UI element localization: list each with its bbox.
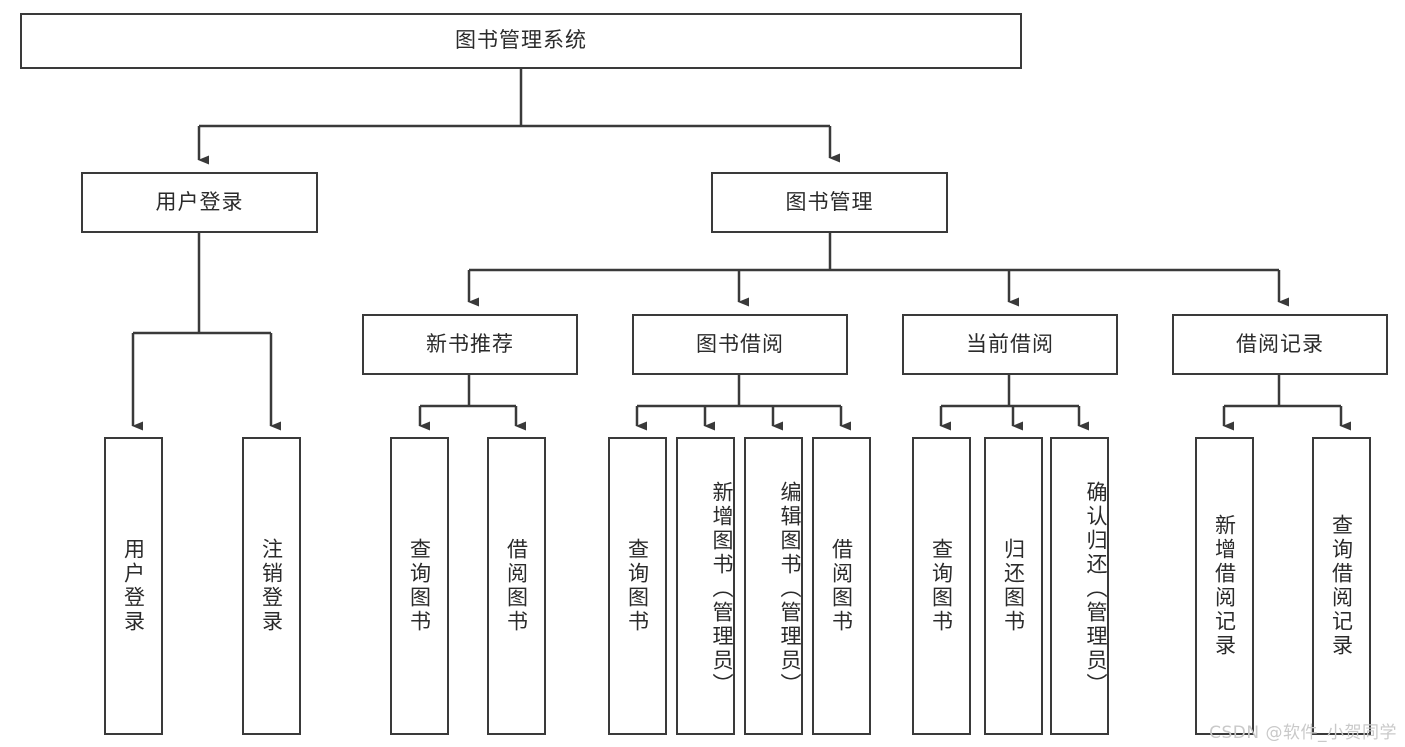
node-leaf-query-book-3[interactable]: 查询图书 — [912, 437, 971, 735]
node-leaf-query-book-3-label: 查询图书 — [929, 538, 954, 634]
node-leaf-query-book-2[interactable]: 查询图书 — [608, 437, 667, 735]
node-leaf-borrow-book-1[interactable]: 借阅图书 — [487, 437, 546, 735]
node-borrow-record[interactable]: 借阅记录 — [1172, 314, 1388, 375]
node-leaf-query-book-1-label: 查询图书 — [407, 538, 432, 634]
node-book-borrow[interactable]: 图书借阅 — [632, 314, 848, 375]
node-leaf-confirm-return-label: 确认归还（管理员） — [1084, 481, 1108, 697]
node-new-book-recommend-label: 新书推荐 — [426, 331, 514, 356]
node-current-borrow[interactable]: 当前借阅 — [902, 314, 1118, 375]
node-leaf-confirm-return[interactable]: 确认归还（管理员） — [1050, 437, 1109, 735]
node-root-label: 图书管理系统 — [455, 28, 587, 53]
node-user-login-label: 用户登录 — [155, 189, 244, 214]
node-leaf-user-login[interactable]: 用户登录 — [104, 437, 163, 735]
node-leaf-add-record-label: 新增借阅记录 — [1212, 514, 1237, 658]
node-leaf-borrow-book-1-label: 借阅图书 — [504, 538, 529, 634]
node-leaf-query-record-label: 查询借阅记录 — [1329, 514, 1354, 658]
node-leaf-edit-book[interactable]: 编辑图书（管理员） — [744, 437, 803, 735]
node-user-login[interactable]: 用户登录 — [81, 172, 318, 233]
node-leaf-user-login-label: 用户登录 — [121, 538, 146, 634]
node-leaf-query-record[interactable]: 查询借阅记录 — [1312, 437, 1371, 735]
node-book-management-label: 图书管理 — [785, 189, 874, 214]
node-new-book-recommend[interactable]: 新书推荐 — [362, 314, 578, 375]
node-leaf-query-book-1[interactable]: 查询图书 — [390, 437, 449, 735]
node-leaf-borrow-book-2[interactable]: 借阅图书 — [812, 437, 871, 735]
node-current-borrow-label: 当前借阅 — [966, 331, 1054, 356]
node-borrow-record-label: 借阅记录 — [1236, 331, 1324, 356]
node-leaf-return-book[interactable]: 归还图书 — [984, 437, 1043, 735]
node-leaf-add-book-label: 新增图书（管理员） — [710, 481, 734, 697]
node-leaf-add-record[interactable]: 新增借阅记录 — [1195, 437, 1254, 735]
node-book-management[interactable]: 图书管理 — [711, 172, 948, 233]
node-leaf-logout[interactable]: 注销登录 — [242, 437, 301, 735]
node-leaf-return-book-label: 归还图书 — [1001, 538, 1026, 634]
node-leaf-edit-book-label: 编辑图书（管理员） — [778, 481, 802, 697]
node-book-borrow-label: 图书借阅 — [696, 331, 784, 356]
node-leaf-logout-label: 注销登录 — [259, 538, 284, 634]
node-leaf-add-book[interactable]: 新增图书（管理员） — [676, 437, 735, 735]
node-leaf-query-book-2-label: 查询图书 — [625, 538, 650, 634]
node-leaf-borrow-book-2-label: 借阅图书 — [829, 538, 854, 634]
node-root[interactable]: 图书管理系统 — [20, 13, 1022, 69]
